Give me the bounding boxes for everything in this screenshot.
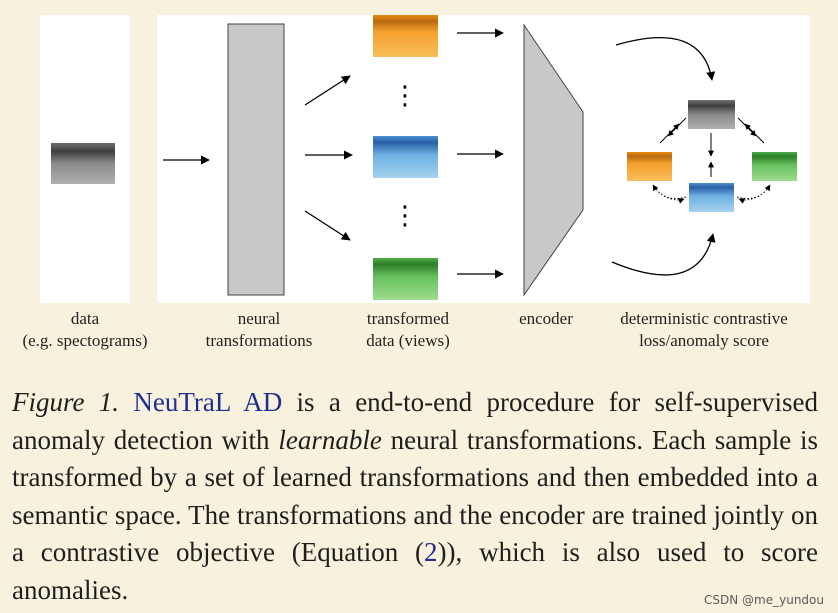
figure-number: Figure 1. bbox=[12, 387, 120, 417]
arrow-to-view-1 bbox=[304, 75, 351, 106]
encoder-shape bbox=[523, 23, 584, 297]
embed-green bbox=[752, 152, 797, 181]
embed-orange bbox=[627, 152, 672, 181]
pull-arrow-gray-right bbox=[737, 117, 757, 137]
ellipsis-2: ⋮ bbox=[392, 201, 418, 231]
view-green bbox=[373, 258, 438, 300]
method-figure: ⋮ ⋮ bbox=[40, 15, 810, 303]
method-name-link[interactable]: NeuTraL AD bbox=[133, 387, 283, 417]
neural-transformations-box bbox=[227, 23, 285, 296]
arrow-to-view-3 bbox=[304, 210, 351, 241]
embed-gray bbox=[688, 100, 735, 129]
watermark: CSDN @me_yundou bbox=[704, 593, 824, 607]
view-orange bbox=[373, 15, 438, 57]
loss-curve-bottom bbox=[611, 233, 716, 276]
view-blue bbox=[373, 136, 438, 178]
figure-caption: Figure 1. NeuTraL AD is a end-to-end pro… bbox=[12, 384, 818, 609]
push-arrow-right-back bbox=[738, 195, 760, 204]
ellipsis-1: ⋮ bbox=[392, 81, 418, 111]
caption-text-1: is a end-to-end procedure for self-super… bbox=[12, 387, 818, 455]
pull-arrow-gray-left bbox=[667, 117, 687, 137]
caption-text-3: )), which is also used to score anomalie… bbox=[12, 537, 818, 605]
label-data: data(e.g. spectograms) bbox=[22, 309, 148, 350]
input-spectrogram bbox=[51, 143, 115, 184]
loss-curve-top bbox=[615, 37, 716, 81]
label-encoder: encoder bbox=[519, 309, 573, 328]
caption-text-2: neural transformations. Each sample is t… bbox=[12, 424, 818, 568]
embed-blue bbox=[689, 183, 734, 212]
push-arrow-left-back bbox=[663, 195, 685, 204]
equation-link[interactable]: 2 bbox=[424, 537, 438, 567]
caption-emphasis: learnable bbox=[278, 424, 382, 455]
